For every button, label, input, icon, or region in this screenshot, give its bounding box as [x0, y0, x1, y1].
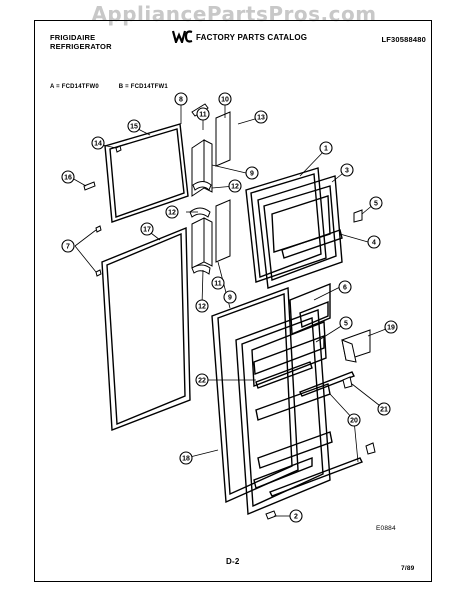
svg-text:6: 6: [343, 285, 347, 292]
revision-date: 7/89: [401, 565, 415, 572]
door-bin-and-bars: [83, 145, 376, 520]
callout-10-top: 10: [218, 92, 232, 106]
fresh-food-door-gasket: [101, 226, 191, 431]
svg-text:2: 2: [294, 514, 298, 521]
callout-18: 18: [179, 451, 193, 465]
svg-text:17: 17: [143, 227, 151, 234]
callout-4: 4: [367, 235, 381, 249]
callout-11-top: 11: [196, 107, 210, 121]
catalog-number: LF30588480: [381, 35, 426, 44]
callout-20: 20: [347, 413, 361, 427]
callout-8-top: 8: [174, 92, 188, 106]
callout-22: 22: [195, 373, 209, 387]
model-b: B = FCD14TFW1: [118, 84, 168, 90]
callout-12-top: 12: [228, 179, 242, 193]
product-type: REFRIGERATOR: [50, 42, 112, 51]
freezer-door-assembly: [245, 167, 363, 289]
svg-text:13: 13: [257, 115, 265, 122]
svg-text:11: 11: [199, 112, 207, 119]
svg-text:11: 11: [214, 281, 222, 288]
callout-1: 1: [319, 141, 333, 155]
callout-11-lower: 12: [165, 205, 179, 219]
svg-text:21: 21: [380, 407, 388, 414]
svg-text:12: 12: [198, 304, 206, 311]
svg-text:1: 1: [324, 146, 328, 153]
drawing-code: E0884: [376, 525, 396, 532]
svg-text:9: 9: [228, 295, 232, 302]
callout-9-top: 9: [245, 166, 259, 180]
callout-12-lower: 12: [195, 299, 209, 313]
page-border: [34, 20, 432, 582]
callout-8-lower: 9: [223, 290, 237, 304]
svg-text:5: 5: [344, 321, 348, 328]
svg-text:15: 15: [130, 124, 138, 131]
freezer-door-gasket: [104, 123, 189, 223]
model-a: A = FCD14TFW0: [50, 84, 99, 90]
svg-text:16: 16: [64, 175, 72, 182]
svg-text:3: 3: [345, 168, 349, 175]
catalog-title: FACTORY PARTS CATALOG: [196, 33, 308, 42]
callout-15: 15: [127, 119, 141, 133]
svg-text:5: 5: [374, 201, 378, 208]
callout-21: 21: [377, 402, 391, 416]
callout-10-lower: 11: [211, 276, 225, 290]
callout-5-lower: 5: [339, 316, 353, 330]
callout-17: 17: [140, 222, 154, 236]
model-list: A = FCD14TFW0 B = FCD14TFW1: [50, 84, 186, 90]
svg-text:7: 7: [66, 244, 70, 251]
callout-16: 16: [61, 170, 75, 184]
callout-19: 19: [384, 320, 398, 334]
callout-7: 7: [61, 239, 75, 253]
page-number: D-2: [226, 557, 240, 566]
watermark: AppliancePartsPros.com: [91, 2, 377, 26]
wci-logo-icon: [172, 30, 193, 43]
svg-text:8: 8: [179, 97, 183, 104]
svg-text:18: 18: [182, 456, 190, 463]
svg-text:12: 12: [231, 184, 239, 191]
svg-text:4: 4: [372, 240, 376, 247]
brand-name: FRIGIDAIRE: [50, 33, 96, 42]
svg-text:10: 10: [221, 97, 229, 104]
svg-text:20: 20: [350, 418, 358, 425]
leader-lines: [71, 100, 392, 517]
lower-hinge-parts: [189, 199, 231, 275]
callout-13: 13: [254, 110, 268, 124]
upper-hinge-parts: [191, 103, 231, 197]
svg-text:9: 9: [250, 171, 254, 178]
callout-6: 6: [338, 280, 352, 294]
callout-3: 3: [340, 163, 354, 177]
callout-14: 14: [91, 136, 105, 150]
callout-5-top: 5: [369, 196, 383, 210]
svg-text:19: 19: [387, 325, 395, 332]
svg-text:14: 14: [94, 141, 102, 148]
callout-2: 2: [289, 509, 303, 523]
brand-block: FRIGIDAIRE REFRIGERATOR: [50, 33, 112, 51]
svg-text:22: 22: [198, 378, 206, 385]
svg-text:12: 12: [168, 210, 176, 217]
fresh-food-door-assembly: [211, 282, 333, 516]
